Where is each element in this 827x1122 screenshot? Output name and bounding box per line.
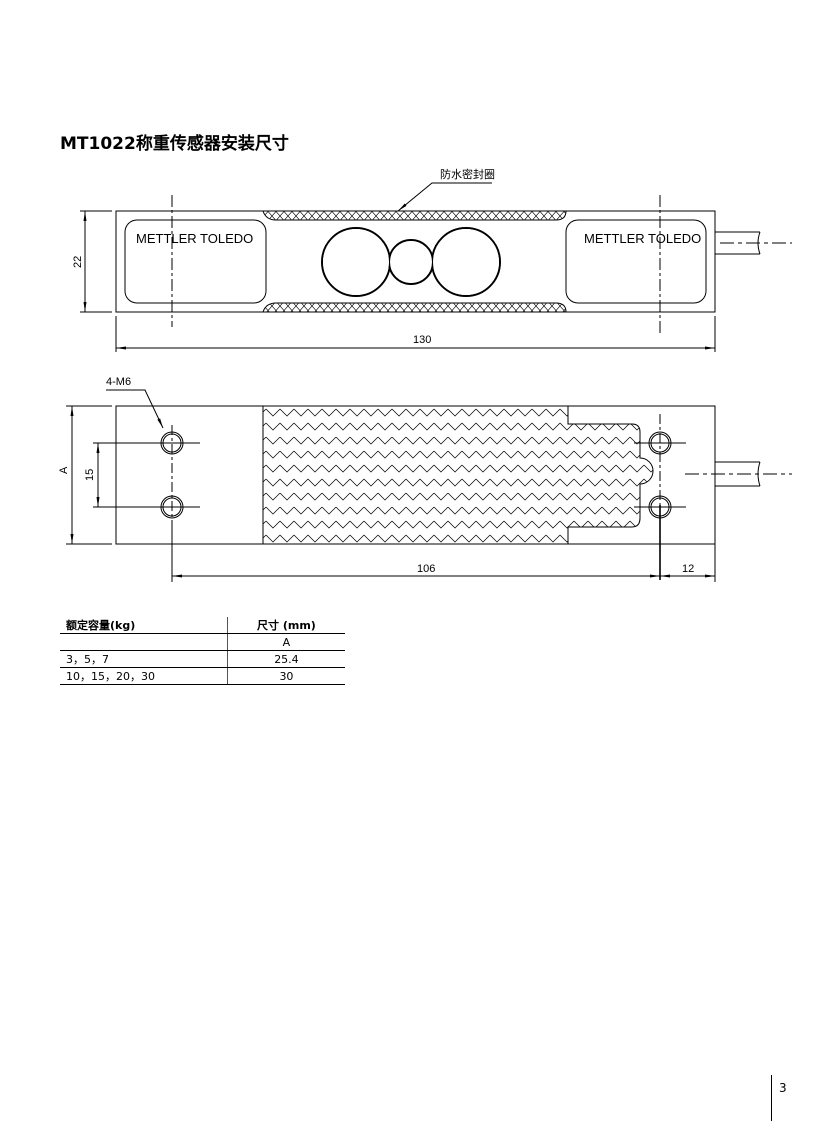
hole-label: 4-M6	[106, 376, 131, 388]
seal-strip-bottom	[262, 302, 567, 313]
dim-hole-distance: 106	[417, 563, 435, 575]
seal-label: 防水密封圈	[440, 167, 495, 181]
dim-a: A	[58, 466, 70, 474]
hatched-area	[262, 405, 654, 545]
strain-gauge-holes	[321, 227, 501, 297]
table-row: 10，15，20，30 30	[60, 667, 345, 685]
table-subheader-row: A	[60, 633, 345, 651]
top-view	[80, 182, 792, 352]
label-box-right	[565, 219, 707, 304]
table-cell	[60, 633, 228, 651]
seal-leader	[397, 182, 492, 212]
table-cell: A	[226, 633, 345, 651]
bottom-view	[66, 389, 792, 582]
table-cell: 3，5，7	[60, 650, 228, 668]
capacity-table: 额定容量(kg) 尺寸 (mm) A 3，5，7 25.4 10，15，20，3…	[60, 617, 345, 685]
table-header-row: 额定容量(kg) 尺寸 (mm)	[60, 617, 345, 634]
dim-end: 12	[682, 563, 694, 575]
label-box-left	[124, 219, 267, 304]
header-capacity: 额定容量(kg)	[60, 617, 228, 634]
seal-strip-top	[262, 210, 567, 221]
dim-hole-spacing: 15	[84, 469, 96, 481]
table-cell: 30	[226, 667, 345, 685]
header-dimension: 尺寸 (mm)	[226, 617, 345, 634]
page-number: 3	[779, 1081, 787, 1095]
table-row: 3，5，7 25.4	[60, 650, 345, 668]
table-cell: 25.4	[226, 650, 345, 668]
table-cell: 10，15，20，30	[60, 667, 228, 685]
brand-label-left: METTLER TOLEDO	[136, 231, 253, 246]
dim-length: 130	[413, 334, 431, 346]
hole-leader	[106, 389, 164, 429]
brand-label-right: METTLER TOLEDO	[584, 231, 701, 246]
page-title: MT1022称重传感器安装尺寸	[60, 134, 289, 154]
page-number-divider	[771, 1075, 772, 1121]
dim-height: 22	[72, 256, 84, 268]
